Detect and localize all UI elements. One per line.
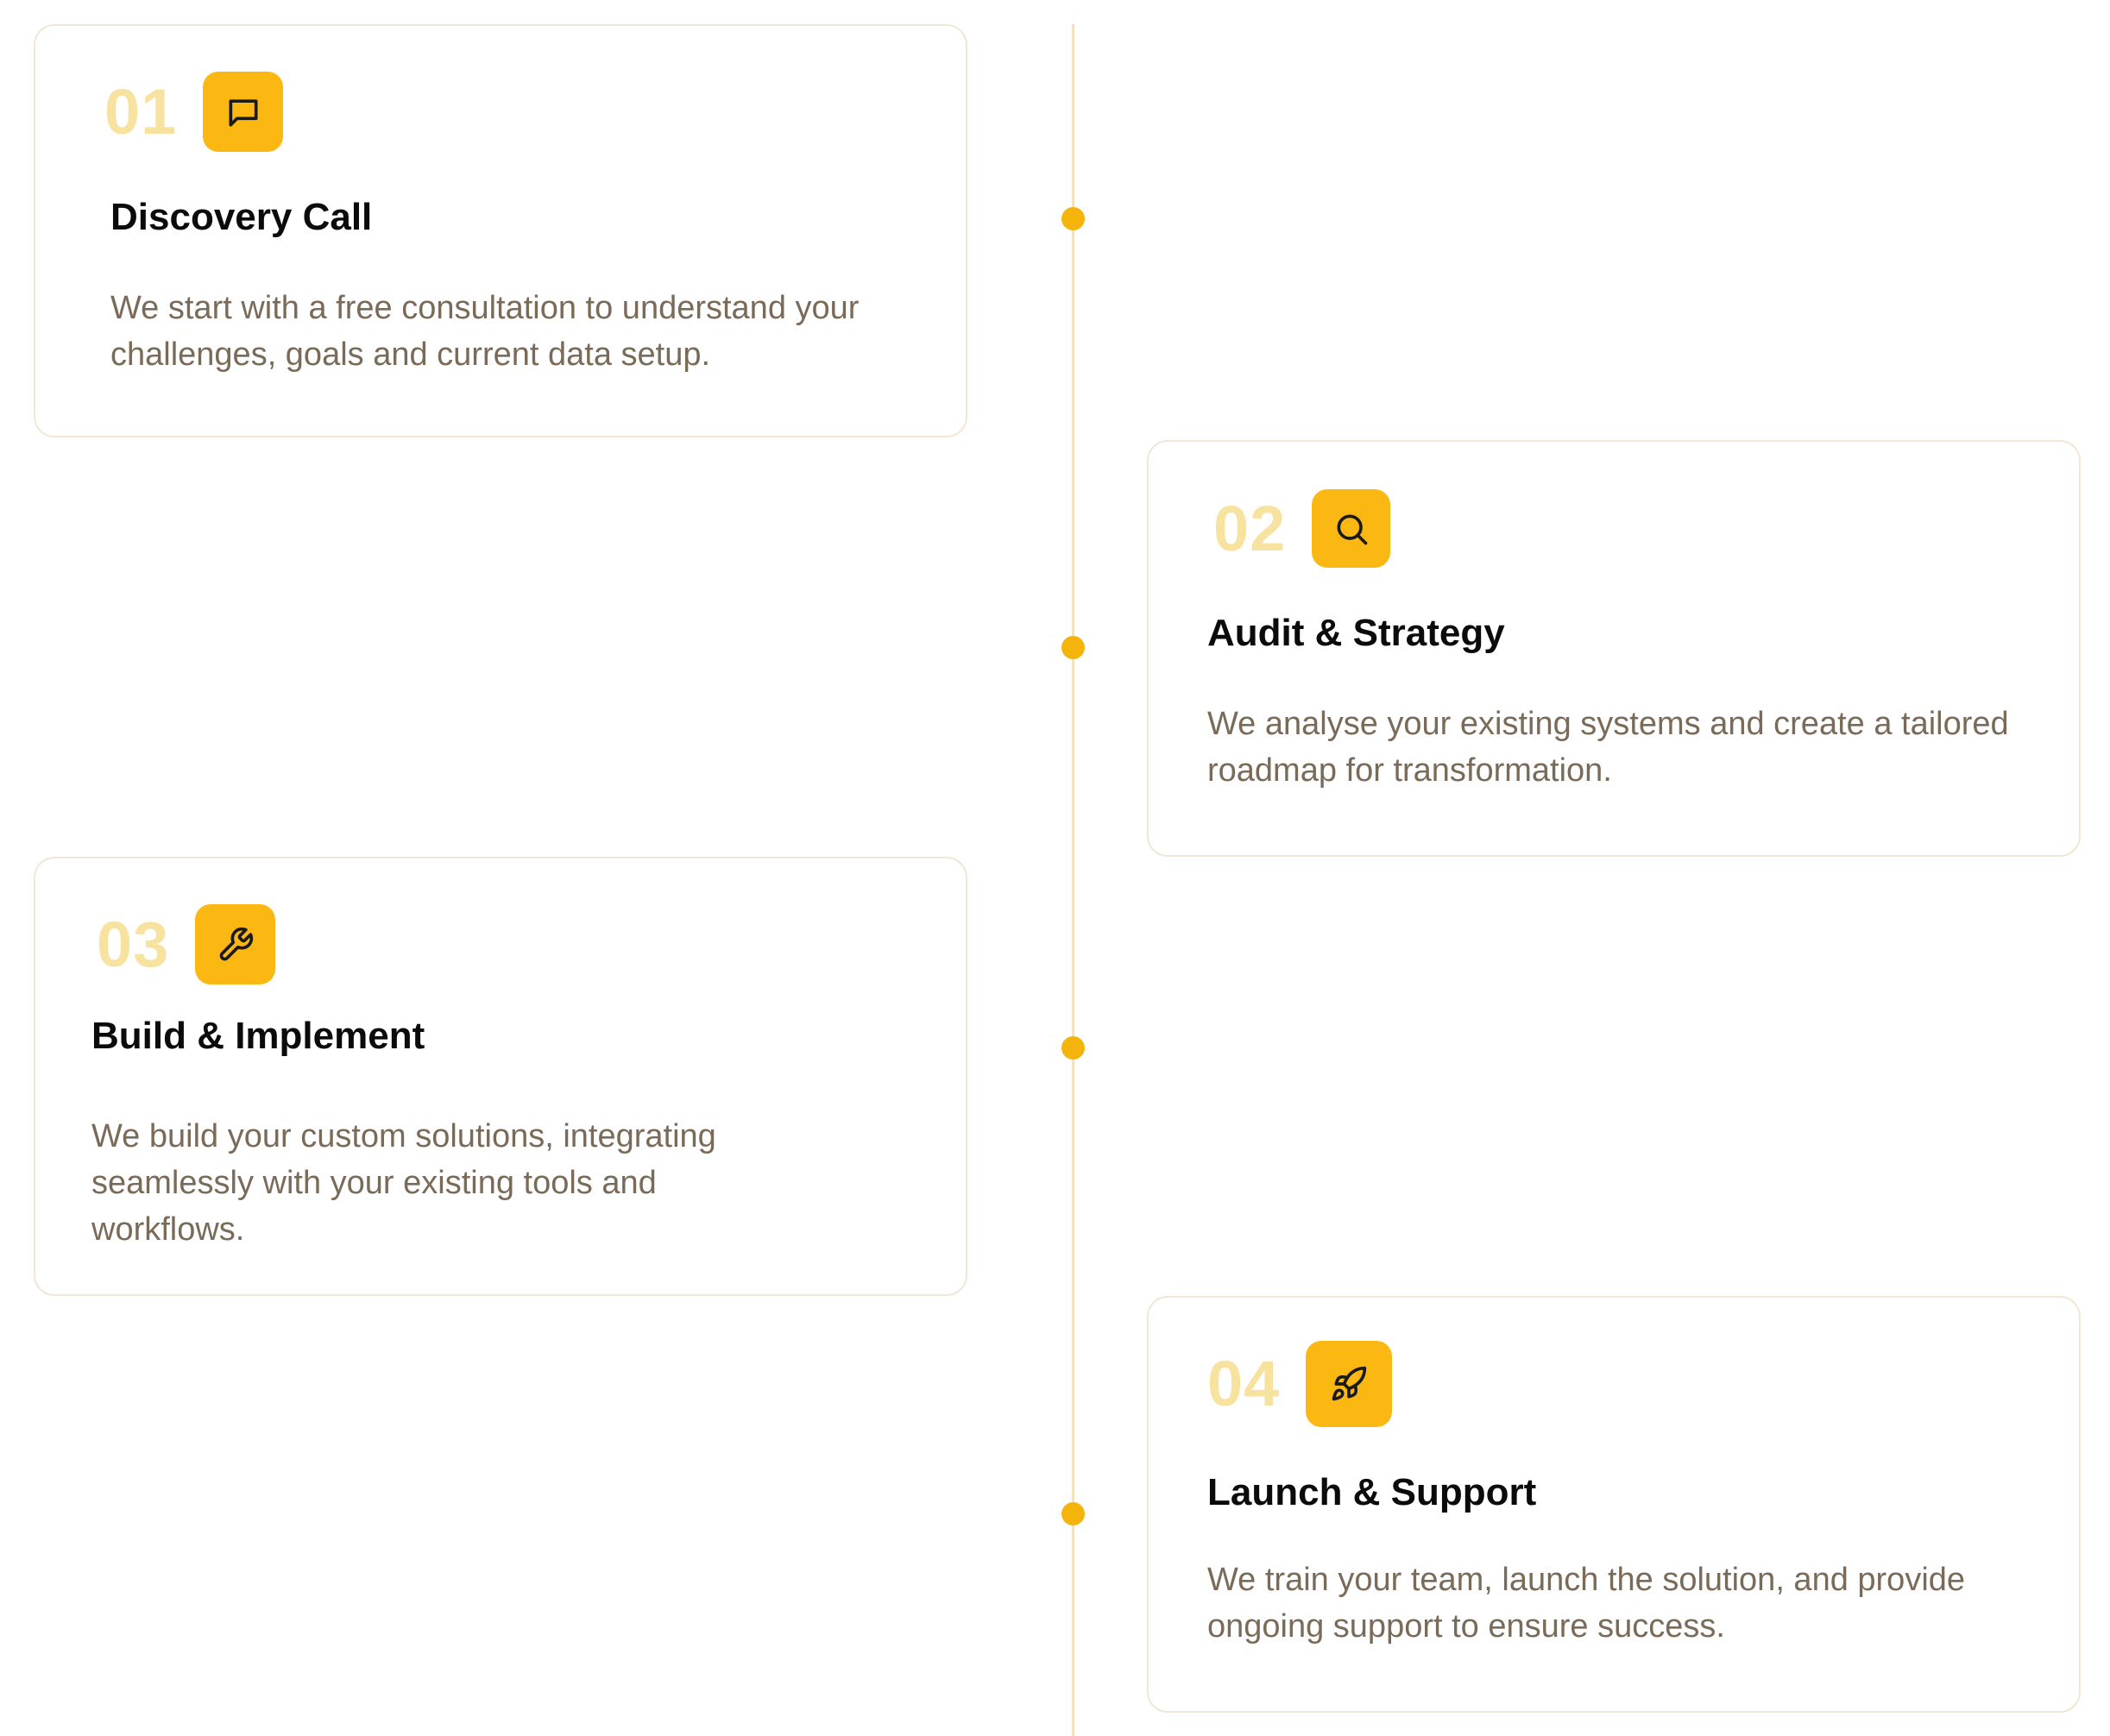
step-title: Audit & Strategy (1207, 612, 1505, 654)
step-description: We start with a free consultation to und… (110, 290, 860, 373)
step-number: 04 (1207, 1348, 1281, 1419)
step-header: 03 (97, 904, 276, 984)
step-header: 01 (104, 72, 284, 152)
step-number: 01 (104, 75, 178, 148)
step-card-discovery-call: 01 Discovery Call We start with a free c… (34, 24, 967, 437)
wrench-icon (195, 904, 276, 984)
step-card-build-implement: 03 Build & Implement We build your custo… (34, 857, 967, 1296)
step-title: Launch & Support (1207, 1471, 1537, 1513)
step-header: 02 (1213, 489, 1391, 568)
step-description: We train your team, launch the solution,… (1207, 1562, 1966, 1645)
step-description: We build your custom solutions, integrat… (91, 1118, 716, 1248)
step-title: Build & Implement (91, 1015, 425, 1057)
timeline-dot (1061, 1036, 1085, 1060)
search-icon (1312, 489, 1391, 568)
step-title: Discovery Call (110, 196, 373, 238)
timeline-dot (1061, 1502, 1085, 1525)
rocket-icon (1306, 1341, 1393, 1427)
step-card-launch-support: 04 Launch & Support We train your team, … (1147, 1296, 2081, 1713)
timeline-dot (1061, 636, 1085, 659)
step-description: We analyse your existing systems and cre… (1207, 706, 2009, 789)
message-square-icon (203, 72, 284, 152)
step-number: 03 (97, 908, 170, 980)
step-number: 02 (1213, 492, 1287, 564)
step-header: 04 (1207, 1341, 1393, 1427)
step-card-audit-strategy: 02 Audit & Strategy We analyse your exis… (1147, 440, 2081, 857)
timeline-dot (1061, 207, 1085, 230)
timeline-line (1072, 24, 1074, 1736)
